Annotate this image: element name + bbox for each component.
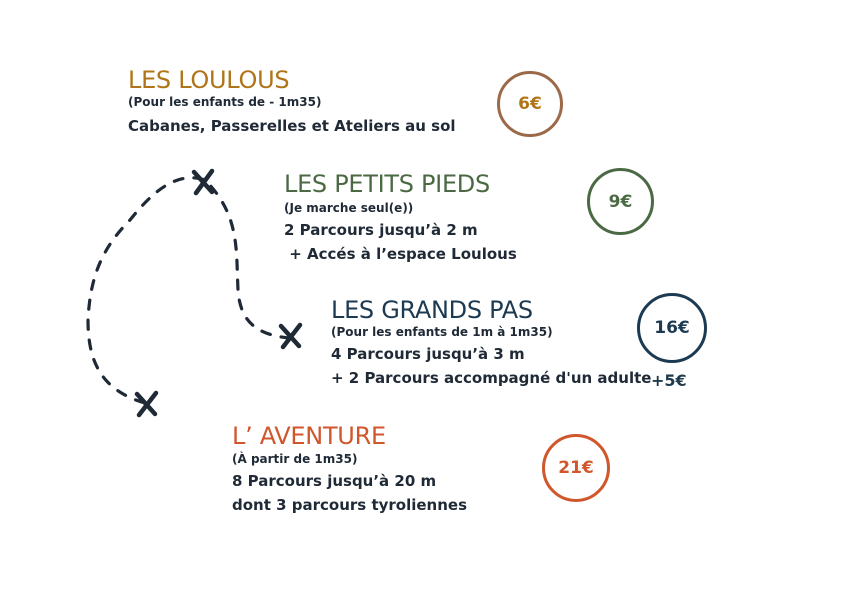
section-title: LES LOULOUS (128, 66, 290, 94)
x-mark-icon (134, 390, 159, 418)
section-line: + 2 Parcours accompagné d'un adulte (331, 369, 652, 387)
section-line: dont 3 parcours tyroliennes (232, 496, 468, 514)
section-line: 8 Parcours jusqu’à 20 m (232, 472, 437, 490)
section-subtitle: (Pour les enfants de 1m à 1m35) (331, 325, 553, 339)
x-mark-icon (278, 322, 303, 350)
x-mark-icon (191, 168, 215, 196)
section-petits-pieds: LES PETITS PIEDS (Je marche seul(e)) 2 P… (284, 170, 517, 266)
section-subtitle: (Je marche seul(e)) (284, 201, 414, 215)
section-line: Cabanes, Passerelles et Ateliers au sol (128, 117, 456, 135)
price-badge: 9€ (587, 168, 654, 235)
section-subtitle: (Pour les enfants de - 1m35) (128, 95, 322, 109)
section-line: 2 Parcours jusqu’à 2 m (284, 221, 478, 239)
section-loulous: LES LOULOUS (Pour les enfants de - 1m35)… (128, 66, 456, 138)
section-grands-pas: LES GRANDS PAS (Pour les enfants de 1m à… (331, 296, 651, 390)
price-badge: 6€ (497, 71, 563, 137)
section-line: 4 Parcours jusqu’à 3 m (331, 345, 525, 363)
section-title: LES GRANDS PAS (331, 296, 533, 324)
section-line: + Accés à l’espace Loulous (284, 245, 517, 263)
dashed-path (86, 176, 292, 405)
section-aventure: L’ AVENTURE (À partir de 1m35) 8 Parcour… (232, 422, 467, 517)
section-title: L’ AVENTURE (232, 422, 386, 450)
price-badge: 21€ (542, 434, 610, 502)
section-title: LES PETITS PIEDS (284, 170, 490, 198)
extra-price: +5€ (651, 371, 687, 390)
price-badge: 16€ (637, 293, 707, 363)
section-subtitle: (À partir de 1m35) (232, 452, 358, 466)
